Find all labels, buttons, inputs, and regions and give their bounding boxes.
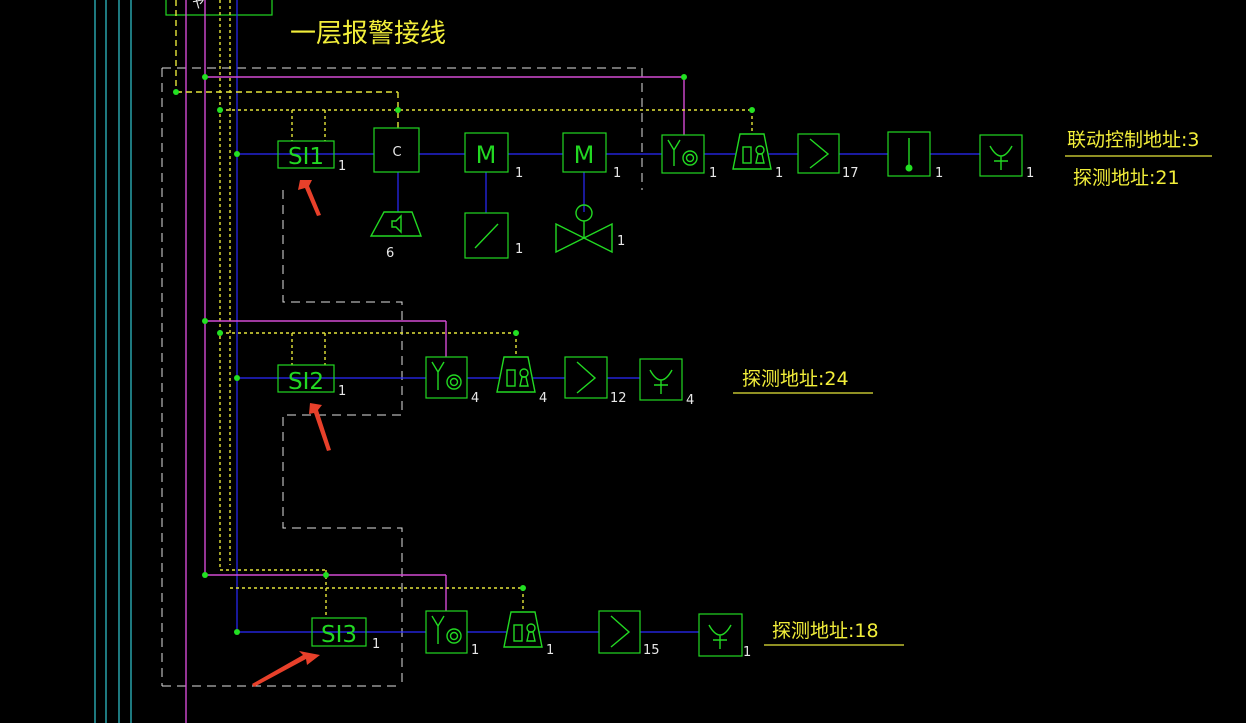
monitor-module-count: 1: [613, 166, 621, 181]
annotation-arrows: [252, 180, 331, 687]
alarm-button-icon[interactable]: [503, 611, 543, 648]
control-module-icon[interactable]: C: [373, 127, 420, 173]
alarm-button-icon[interactable]: [732, 133, 772, 170]
speaker-count: 6: [386, 246, 394, 261]
vertical-trunks: [175, 0, 238, 723]
sprinkler-icon[interactable]: [639, 358, 683, 401]
alarm-button-icon[interactable]: [496, 356, 536, 393]
module-si3-count: 1: [372, 637, 380, 652]
module-si1-label: SI1: [288, 144, 324, 170]
smoke-detector-icon[interactable]: [661, 134, 705, 174]
alarm-button-count: 1: [546, 643, 554, 658]
sprinkler-icon[interactable]: [698, 613, 743, 657]
damper-count: 1: [515, 242, 523, 257]
diagram-title: 一层报警接线: [290, 19, 446, 49]
monitor-module-icon[interactable]: M: [562, 132, 607, 173]
top-box-label: ヤ: [192, 0, 205, 12]
sprinkler-count: 1: [743, 645, 751, 660]
arrow-icon: [252, 651, 320, 687]
dashed-frames: [161, 67, 643, 687]
damper-icon[interactable]: [464, 212, 509, 259]
monitor-module-count: 1: [515, 166, 523, 181]
sprinkler-count: 4: [686, 393, 694, 408]
module-si3[interactable]: SI3: [311, 617, 367, 648]
linkage-address-label: 联动控制地址:3: [1067, 129, 1200, 151]
flow-indicator-count: 1: [935, 166, 943, 181]
alarm-button-count: 1: [775, 166, 783, 181]
module-si2-count: 1: [338, 384, 346, 399]
alarm-button-count: 4: [539, 391, 547, 406]
monitor-module-icon[interactable]: M: [464, 132, 509, 173]
monitor-module-label: M: [574, 141, 595, 169]
smoke-detector-count: 1: [709, 166, 717, 181]
sprinkler-icon[interactable]: [979, 134, 1023, 177]
detection-address-label: 探测地址:24: [742, 368, 849, 390]
speaker-icon[interactable]: [369, 211, 423, 237]
smoke-detector-icon[interactable]: [425, 610, 468, 654]
row-3: SI3 1 1 1 15 1 探测地址:18: [311, 610, 904, 660]
arrow-icon: [298, 180, 321, 216]
top-box: ヤ: [165, 0, 273, 16]
row-1: SI1 1 C M 1 M 1 1 1: [277, 127, 1212, 261]
row1-wiring: [176, 76, 980, 213]
arrow-icon: [309, 403, 331, 451]
monitor-module-label: M: [476, 141, 497, 169]
heat-detector-count: 12: [610, 391, 627, 406]
cyan-rails: [94, 0, 132, 723]
row-2: SI2 1 4 4 12 4 探测地址:24: [277, 356, 873, 408]
heat-detector-count: 15: [643, 643, 660, 658]
module-si3-label: SI3: [321, 622, 357, 648]
valve-icon[interactable]: [555, 204, 613, 254]
heat-detector-icon[interactable]: [598, 610, 641, 654]
heat-detector-icon[interactable]: [797, 133, 840, 174]
module-si2[interactable]: SI2: [277, 364, 335, 395]
smoke-detector-count: 4: [471, 391, 479, 406]
smoke-detector-count: 1: [471, 643, 479, 658]
module-si1-count: 1: [338, 159, 346, 174]
detection-address-label: 探测地址:21: [1073, 167, 1180, 189]
heat-detector-icon[interactable]: [564, 356, 608, 399]
junction-dots: [173, 74, 755, 635]
flow-indicator-icon[interactable]: [887, 131, 931, 177]
sprinkler-count: 1: [1026, 166, 1034, 181]
detection-address-label: 探测地址:18: [772, 620, 879, 642]
control-module-label: C: [392, 145, 401, 160]
module-si1[interactable]: SI1: [277, 140, 335, 170]
smoke-detector-icon[interactable]: [425, 356, 468, 399]
heat-detector-count: 17: [842, 166, 859, 181]
valve-count: 1: [617, 234, 625, 249]
module-si2-label: SI2: [288, 369, 324, 395]
